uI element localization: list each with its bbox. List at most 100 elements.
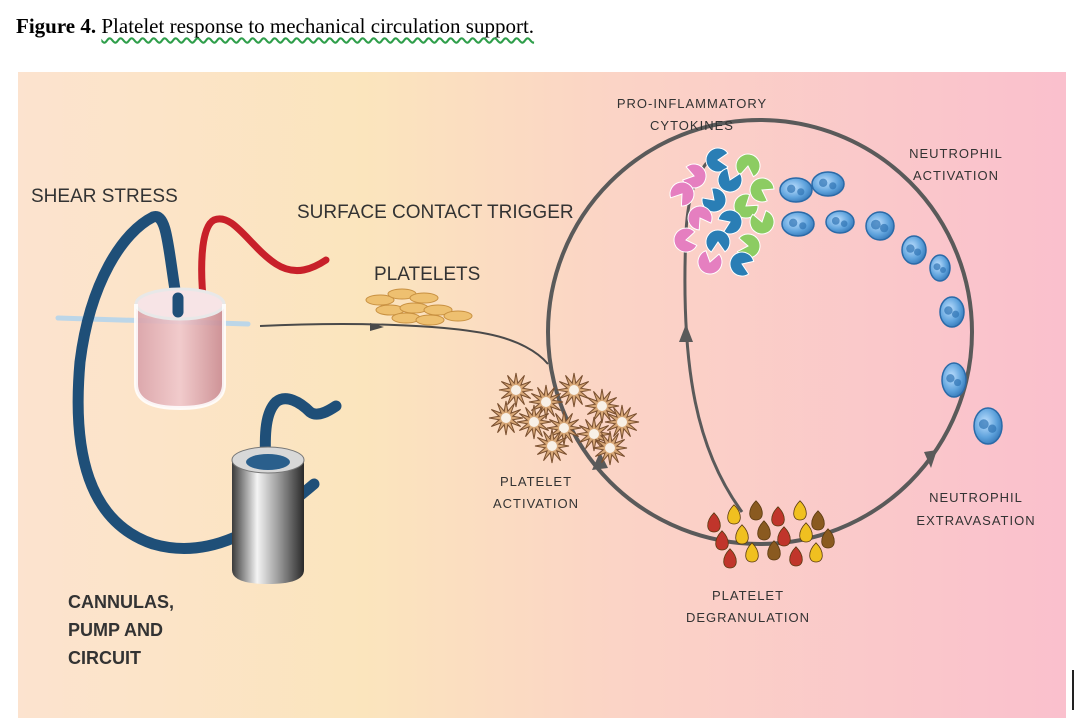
- neutrophil-nucleus: [940, 266, 946, 273]
- cytokine: [697, 250, 723, 275]
- resting-platelet: [391, 312, 421, 324]
- neutrophil-nucleus: [840, 220, 848, 227]
- granule: [809, 542, 823, 563]
- neutrophil-nucleus: [819, 178, 828, 187]
- granule: [727, 504, 741, 525]
- cytokine: [673, 227, 698, 253]
- label-pro-inflammatory: PRO-INFLAMMATORY: [617, 96, 767, 111]
- neutrophil-nucleus: [952, 310, 960, 318]
- activated-platelet-core: [589, 429, 599, 439]
- neutrophil-nucleus: [870, 219, 881, 230]
- text-cursor: [1072, 670, 1074, 710]
- activated-platelet-core: [559, 423, 569, 433]
- neutrophil-nucleus: [944, 306, 953, 315]
- activated-platelets: [488, 372, 640, 466]
- neutrophil-nucleus: [933, 263, 941, 271]
- cytokine: [705, 147, 729, 173]
- cytokine: [717, 209, 743, 235]
- platelet-response-diagram: SHEAR STRESS SURFACE CONTACT TRIGGER PLA…: [31, 96, 1035, 668]
- label-surface-contact-trigger: SURFACE CONTACT TRIGGER: [297, 202, 574, 223]
- neutrophil-group: [779, 171, 1003, 445]
- trigger-arrowhead: [370, 323, 384, 331]
- label-cytokines: CYTOKINES: [650, 118, 734, 133]
- activated-platelet-core: [529, 417, 539, 427]
- neutrophil-nucleus: [799, 222, 807, 230]
- pump-tube: [259, 393, 342, 470]
- resting-platelet: [409, 292, 439, 304]
- granule-cluster: [707, 500, 835, 569]
- diagram-panel: SHEAR STRESS SURFACE CONTACT TRIGGER PLA…: [18, 72, 1066, 718]
- activated-platelet-core: [605, 443, 615, 453]
- dark-tube-loop: [72, 211, 320, 554]
- cytokine: [669, 181, 695, 207]
- resting-platelet: [443, 310, 473, 322]
- circuit-illustration: [55, 211, 342, 584]
- granule: [723, 548, 737, 569]
- granule: [767, 540, 781, 561]
- activated-platelet-core: [541, 397, 551, 407]
- cytokine: [717, 167, 743, 193]
- label-neutrophil-extravasation-2: EXTRAVASATION: [916, 513, 1035, 528]
- neutrophil-nucleus: [789, 218, 798, 227]
- label-platelet-degranulation-2: DEGRANULATION: [686, 610, 810, 625]
- granule: [757, 520, 771, 541]
- cycle-ring: [546, 118, 974, 546]
- neutrophil-nucleus: [914, 248, 922, 256]
- label-cannulas-3: CIRCUIT: [68, 648, 141, 668]
- granule: [749, 500, 763, 521]
- cytokine: [705, 229, 731, 253]
- label-platelet-degranulation-1: PLATELET: [712, 588, 784, 603]
- cytokine: [701, 187, 727, 213]
- pump-cylinder: [231, 446, 305, 584]
- resting-platelet: [399, 302, 429, 314]
- arrowhead-inner-up: [679, 324, 693, 342]
- trigger-arrow: [259, 323, 549, 365]
- cytokine: [749, 209, 775, 235]
- granule: [745, 542, 759, 563]
- cytokine: [687, 205, 713, 231]
- neutrophil-nucleus: [954, 378, 962, 387]
- label-cannulas-1: CANNULAS,: [68, 592, 174, 612]
- granule: [715, 530, 729, 551]
- granule: [735, 524, 749, 545]
- label-neutrophil-extravasation-1: NEUTROPHIL: [929, 490, 1023, 505]
- neutrophil: [781, 211, 815, 237]
- neutrophil-nucleus: [787, 184, 796, 193]
- figure-caption: Figure 4. Platelet response to mechanica…: [16, 14, 534, 39]
- granule: [811, 510, 825, 531]
- activated-platelet-core: [511, 385, 521, 395]
- activated-platelet-core: [547, 441, 557, 451]
- granule: [771, 506, 785, 527]
- label-neutrophil-activation-1: NEUTROPHIL: [909, 146, 1003, 161]
- granule: [789, 546, 803, 567]
- activated-platelet-core: [501, 413, 511, 423]
- resting-platelets: [365, 288, 473, 326]
- cytokine: [749, 177, 775, 203]
- label-neutrophil-activation-2: ACTIVATION: [913, 168, 999, 183]
- resting-platelet: [423, 304, 453, 316]
- resting-platelet: [415, 314, 445, 326]
- neutrophil: [811, 171, 845, 197]
- resting-platelet: [365, 294, 395, 306]
- label-shear-stress: SHEAR STRESS: [31, 186, 178, 207]
- arrowhead-left-up: [592, 452, 608, 470]
- label-platelet-activation-1: PLATELET: [500, 474, 572, 489]
- neutrophil: [779, 177, 813, 203]
- granule: [777, 526, 791, 547]
- label-platelet-activation-2: ACTIVATION: [493, 496, 579, 511]
- cytokine: [729, 251, 755, 277]
- label-platelets: PLATELETS: [374, 264, 480, 285]
- arrowhead-right-down: [924, 450, 937, 468]
- activated-platelet-core: [617, 417, 627, 427]
- neutrophil: [825, 210, 855, 234]
- neutrophil-nucleus: [880, 223, 889, 233]
- label-cannulas-2: PUMP AND: [68, 620, 163, 640]
- figure-label: Figure 4.: [16, 14, 97, 38]
- neutrophil-nucleus: [797, 188, 805, 196]
- activated-platelet-core: [597, 401, 607, 411]
- neutrophil-nucleus: [946, 374, 955, 383]
- granule: [793, 500, 807, 521]
- granule: [821, 528, 835, 549]
- red-tube: [198, 215, 330, 311]
- granule: [799, 522, 813, 543]
